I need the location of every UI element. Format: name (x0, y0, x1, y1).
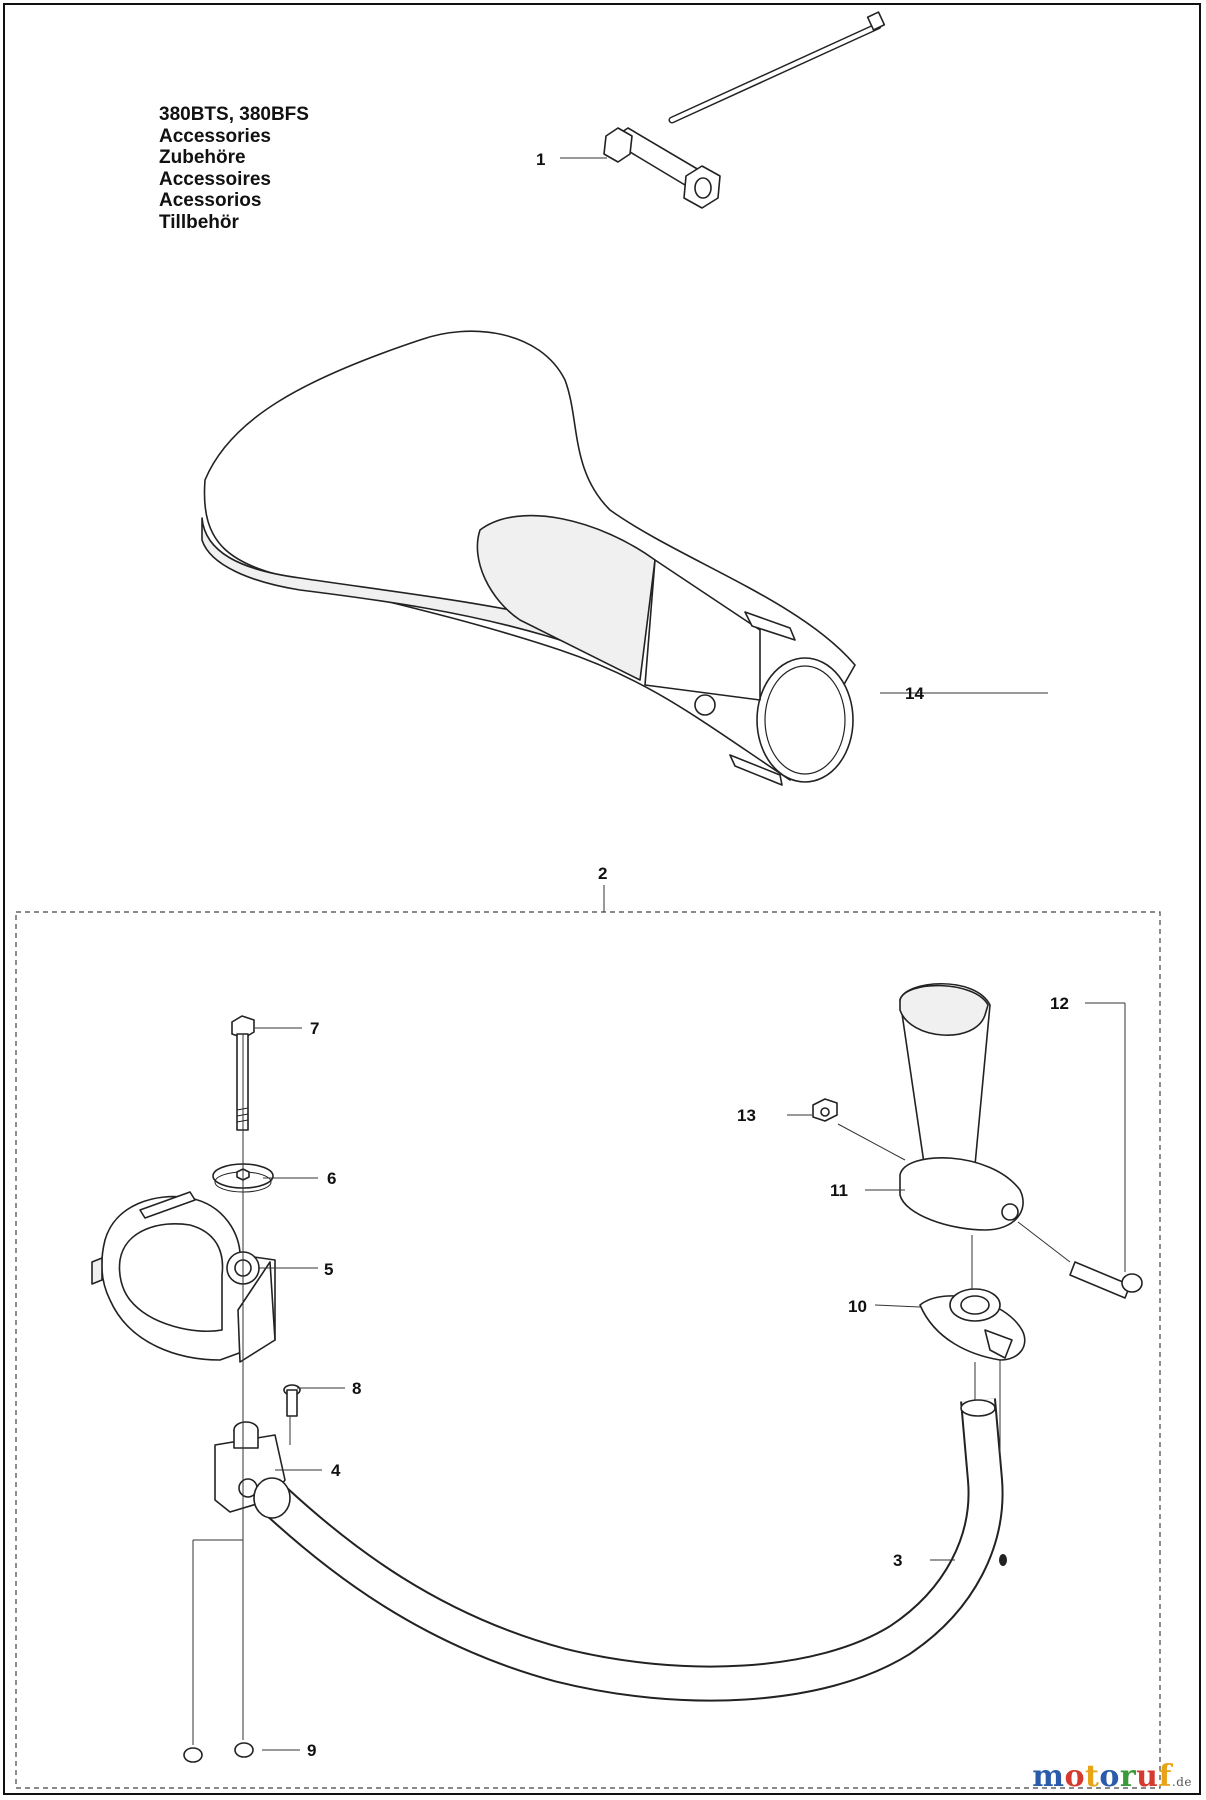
title-en: Accessories (159, 125, 271, 147)
title-model: 380BTS, 380BFS (159, 104, 309, 125)
callout-2: 2 (598, 864, 607, 883)
callouts: 1 2 3 4 5 6 7 8 9 10 11 12 13 14 (307, 150, 1069, 1760)
part-3-loop-bar (253, 1398, 1007, 1702)
watermark-letter: r (1119, 1759, 1137, 1794)
watermark-letter: o (1064, 1759, 1085, 1794)
watermark-letter: m (1032, 1759, 1065, 1794)
part-14-flat-nozzle (201, 330, 856, 786)
callout-1: 1 (536, 150, 545, 169)
part-12-screw (1069, 1261, 1143, 1299)
part-1-t-wrench (603, 11, 886, 209)
callout-12: 12 (1050, 994, 1069, 1013)
part-13-nut (812, 1098, 838, 1122)
callout-9: 9 (307, 1741, 316, 1760)
drawing-frame (3, 3, 1201, 1795)
part-8-screw (283, 1384, 301, 1417)
watermark-letter: u (1136, 1759, 1159, 1794)
callout-13: 13 (737, 1106, 756, 1125)
callout-4: 4 (331, 1461, 341, 1480)
title-de: Zubehöre (159, 147, 246, 168)
watermark-suffix: .de (1171, 1775, 1192, 1789)
part-5-clamp (91, 1191, 276, 1363)
part-9-nut (183, 1742, 254, 1763)
callout-11: 11 (830, 1181, 848, 1200)
callout-5: 5 (324, 1260, 333, 1279)
part-11-grip-handle (899, 982, 1024, 1231)
watermark-logo: motoruf.de (1032, 1759, 1192, 1794)
callout-7: 7 (310, 1019, 319, 1038)
callout-10: 10 (848, 1297, 867, 1316)
callout-3: 3 (893, 1551, 902, 1570)
kit-2-boundary (15, 911, 1161, 1789)
watermark-letter: f (1158, 1759, 1172, 1794)
title-sv: Tillbehör (159, 211, 239, 233)
callout-8: 8 (352, 1379, 361, 1398)
title-fr: Accessoires (159, 168, 271, 190)
callout-6: 6 (327, 1169, 336, 1188)
watermark-letter: t (1084, 1759, 1100, 1794)
title-pt: Acessorios (159, 190, 262, 211)
part-10-handle-base (919, 1288, 1026, 1361)
leader-lines (192, 157, 1126, 1751)
callout-14: 14 (905, 684, 924, 703)
title-block: 380BTS, 380BFS Accessories Zubehöre Acce… (159, 104, 309, 233)
watermark-letter: o (1099, 1759, 1120, 1794)
